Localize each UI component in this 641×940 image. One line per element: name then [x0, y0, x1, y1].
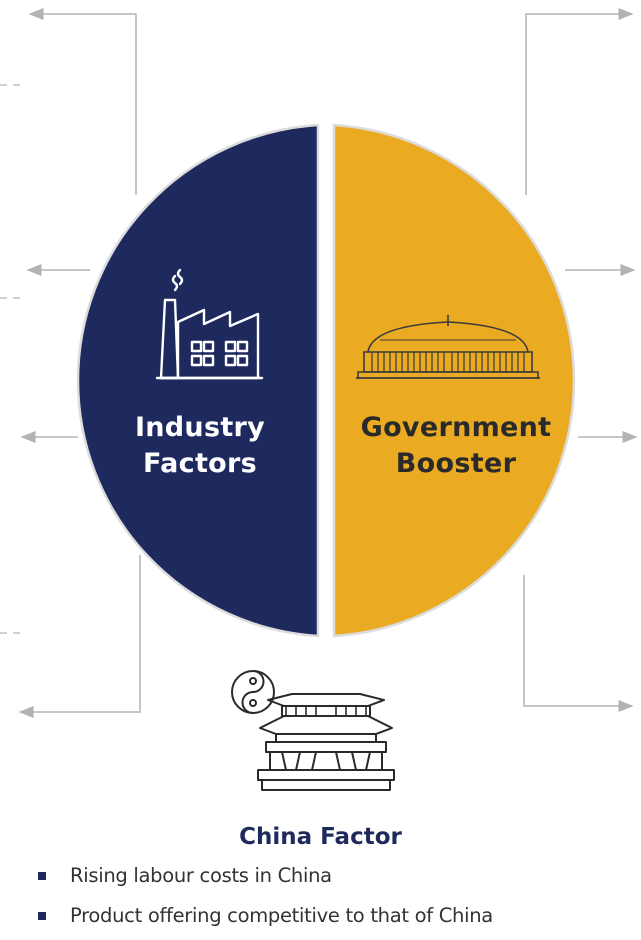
china-factor-item: Product offering competitive to that of … [38, 896, 493, 936]
government-label-line2: Booster [395, 448, 517, 479]
factory-icon [155, 268, 264, 380]
industry-factors-label: Industry Factors [120, 410, 280, 482]
industry-factors-half [76, 123, 320, 638]
china-factor-item: Rising labour costs in China [38, 856, 493, 896]
industry-label-line1: Industry [134, 412, 266, 443]
connector-left-4 [18, 555, 141, 718]
china-factor-list: Rising labour costs in China Product off… [38, 856, 493, 936]
yin-yang-icon [231, 670, 275, 714]
left-dash-markers [0, 84, 20, 634]
chinese-temple-icon [257, 693, 395, 791]
industry-label-line2: Factors [142, 448, 258, 479]
government-booster-label: Government Booster [346, 410, 566, 482]
connector-right-4 [523, 575, 634, 712]
government-label-line1: Government [360, 412, 552, 443]
connector-right-1 [525, 8, 634, 195]
government-booster-half [332, 123, 576, 638]
parliament-icon [356, 315, 540, 379]
connector-left-1 [28, 8, 137, 195]
china-factor-title: China Factor [239, 824, 402, 850]
left-connectors [18, 8, 141, 718]
right-connectors [523, 8, 638, 712]
